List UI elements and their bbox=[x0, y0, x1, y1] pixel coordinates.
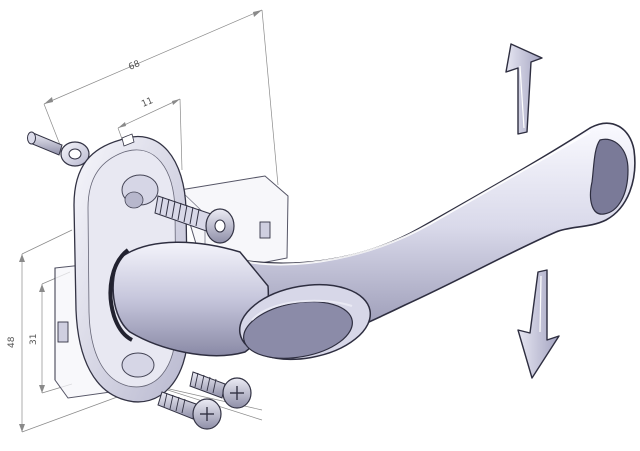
bottom-screw-left bbox=[157, 391, 222, 430]
dimension-arrowheads bbox=[19, 10, 262, 432]
phillips-head-icon bbox=[200, 407, 214, 421]
top-fixing-screw bbox=[154, 195, 235, 244]
dimension-lines bbox=[21, 9, 279, 433]
dimension-label-31: 31 bbox=[29, 334, 39, 345]
rear-clip bbox=[259, 221, 271, 239]
phillips-head-icon bbox=[230, 386, 244, 400]
bottom-screw-right bbox=[189, 371, 252, 409]
dimension-label-48: 48 bbox=[7, 336, 17, 348]
dimension-label-68: 68 bbox=[127, 59, 142, 73]
rotate-down-arrow-icon bbox=[517, 269, 560, 379]
dimension-label-11: 11 bbox=[140, 96, 154, 110]
spindle-pin bbox=[27, 131, 90, 167]
rotate-up-arrow-icon bbox=[505, 43, 543, 135]
front-clip bbox=[57, 321, 69, 343]
handle-lever bbox=[108, 122, 636, 361]
